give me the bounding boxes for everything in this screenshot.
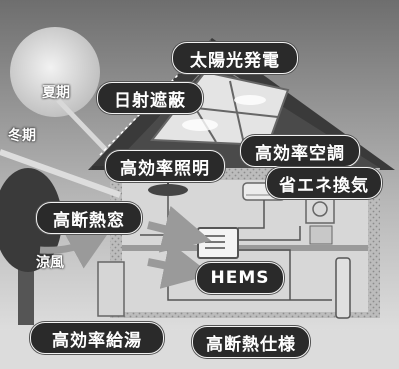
label-insulated-window: 高断熱窓 — [36, 202, 142, 234]
sun — [10, 27, 100, 117]
label-efficient-aircon: 高効率空調 — [240, 135, 360, 167]
label-efficient-water-heater: 高効率給湯 — [30, 322, 164, 354]
label-high-insulation: 高断熱仕様 — [192, 326, 310, 358]
label-efficient-lighting: 高効率照明 — [105, 150, 225, 182]
water-heater-unit — [97, 261, 125, 317]
ventilation-unit — [305, 194, 335, 224]
ceiling-light — [148, 184, 188, 196]
label-cool-breeze: 涼風 — [36, 255, 64, 271]
label-hems: HEMS — [196, 262, 284, 294]
flow-arrow — [147, 241, 212, 289]
label-energy-saving-ventilation: 省エネ換気 — [266, 167, 382, 199]
label-summer: 夏期 — [42, 85, 70, 101]
label-solar-power: 太陽光発電 — [172, 42, 298, 74]
summer-ray — [56, 98, 108, 152]
winter-ray — [0, 149, 122, 198]
breeze-arrow — [39, 229, 111, 269]
tree-foliage — [0, 168, 62, 272]
window-arrow — [147, 205, 212, 253]
label-solar-shading: 日射遮蔽 — [97, 82, 203, 114]
storage-tank — [335, 257, 351, 319]
label-winter: 冬期 — [8, 128, 36, 144]
